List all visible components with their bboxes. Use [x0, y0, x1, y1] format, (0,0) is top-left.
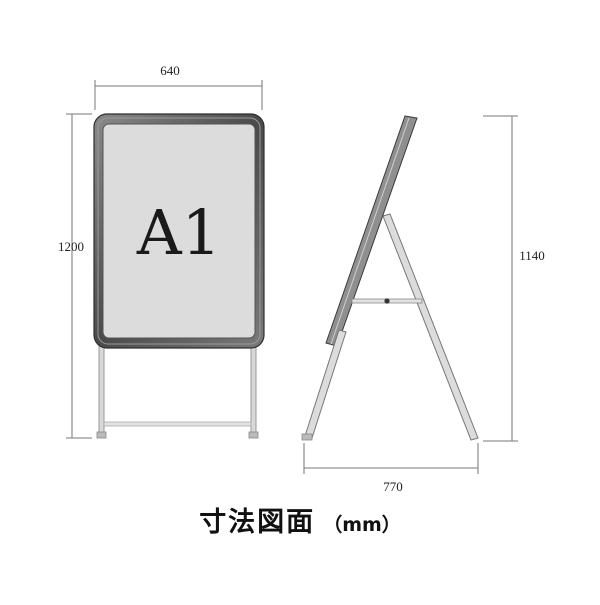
- poster-area: [102, 123, 256, 339]
- side-height-dimension: 1140: [483, 115, 545, 442]
- front-height-label: 1200: [58, 239, 84, 254]
- side-front-board: [301, 115, 418, 441]
- drawing-caption: 寸法図面 （mm）: [0, 500, 600, 539]
- side-back-leg: [382, 213, 479, 441]
- front-width-dimension: 640: [94, 63, 263, 110]
- side-depth-dimension: 770: [303, 443, 479, 494]
- caption-title: 寸法図面: [199, 507, 316, 538]
- front-stand-legs: [96, 339, 259, 439]
- front-height-dimension: 1200: [58, 113, 92, 439]
- poster-size-label: A1: [136, 196, 221, 269]
- caption-unit: （mm）: [323, 514, 401, 536]
- front-width-label: 640: [160, 63, 180, 78]
- side-depth-label: 770: [383, 479, 403, 494]
- side-brace: [351, 298, 423, 304]
- side-height-label: 1140: [519, 248, 545, 263]
- front-poster-frame: A1: [93, 113, 265, 349]
